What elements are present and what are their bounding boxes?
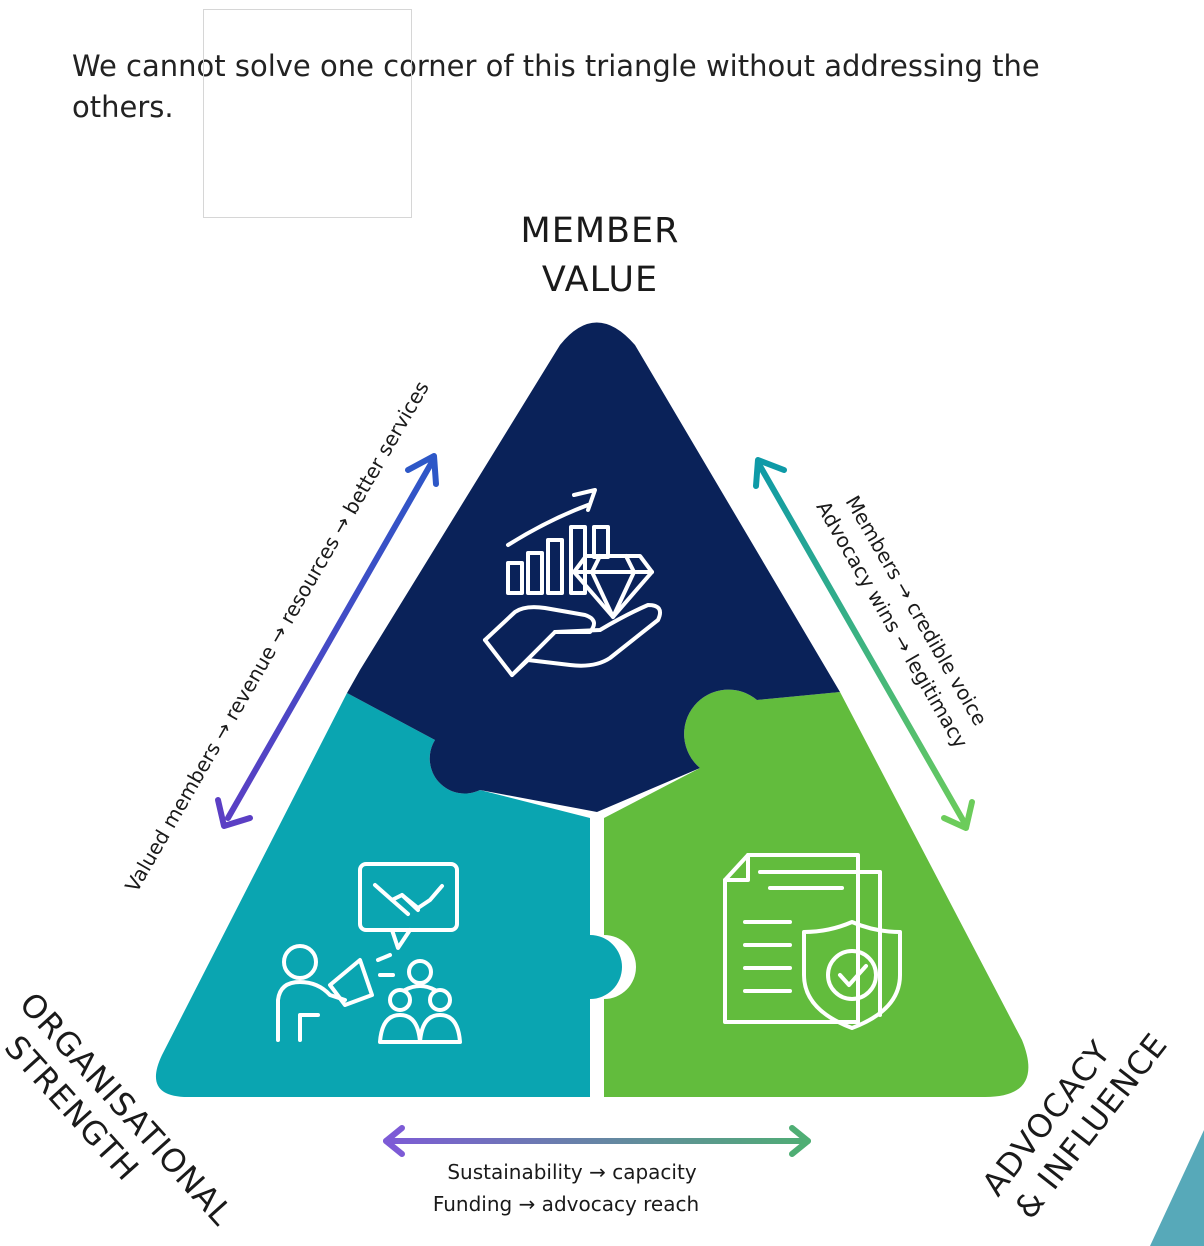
growth-chart-diamond-hand-icon: [483, 488, 662, 677]
empty-frame: [203, 9, 412, 218]
right-edge-line1: Members → credible voice: [841, 491, 992, 729]
advocacy-megaphone-handshake-icon: [276, 862, 462, 1044]
label-member-value: MEMBER VALUE: [521, 211, 680, 300]
arrow-left-edge: [215, 453, 439, 829]
bottom-edge-line1: Sustainability → capacity: [447, 1160, 696, 1184]
puzzle-piece-advocacy-influence: [604, 689, 1029, 1097]
corner-decoration: [1150, 1130, 1204, 1246]
intro-text: We cannot solve one corner of this trian…: [72, 49, 1040, 124]
label-value: VALUE: [542, 260, 658, 300]
document-shield-check-icon: [723, 853, 902, 1030]
label-member: MEMBER: [521, 211, 680, 251]
arrow-bottom-edge: [383, 1125, 811, 1157]
arrow-right-edge: [753, 457, 975, 831]
bottom-edge-line2: Funding → advocacy reach: [433, 1192, 699, 1216]
